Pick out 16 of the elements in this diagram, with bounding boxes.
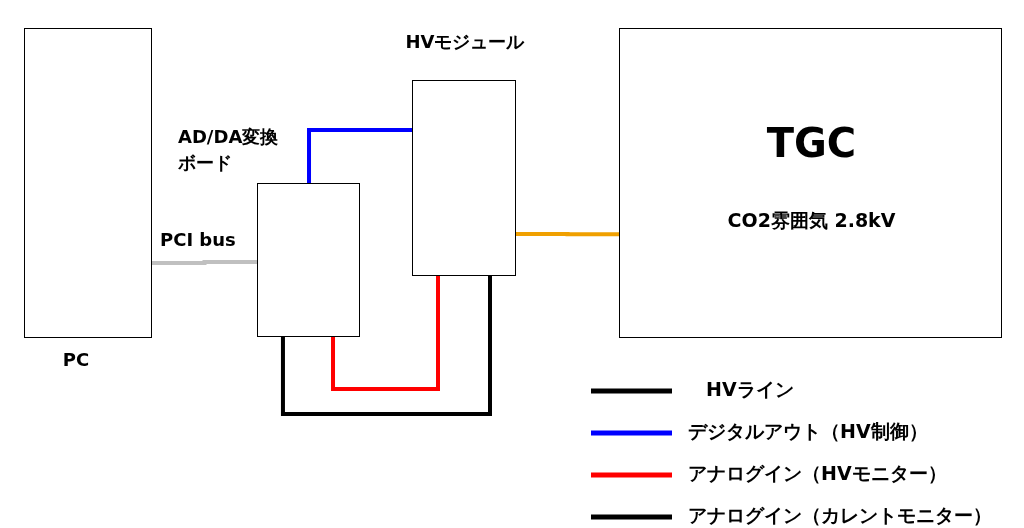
node-label: AD/DA変換ボード (178, 125, 280, 175)
connector-line (152, 260, 257, 265)
legend-label: HVライン (706, 377, 794, 402)
connector-line (307, 127, 412, 183)
detector-box (619, 28, 1002, 338)
legend-label: アナログイン（カレントモニター） (688, 503, 992, 528)
legend-label: デジタルアウト（HV制御） (688, 419, 928, 444)
connector-line (331, 276, 440, 391)
node-label: HVモジュール (404, 30, 526, 54)
node-label: PC (61, 348, 91, 372)
edge-label: PCI bus (160, 227, 236, 252)
connector-line (516, 232, 619, 237)
node-title: TGC (765, 119, 858, 167)
node-label: CO2雰囲気 2.8kV (726, 208, 897, 233)
legend-label: アナログイン（HVモニター） (688, 461, 947, 486)
connector-line (280, 276, 492, 416)
